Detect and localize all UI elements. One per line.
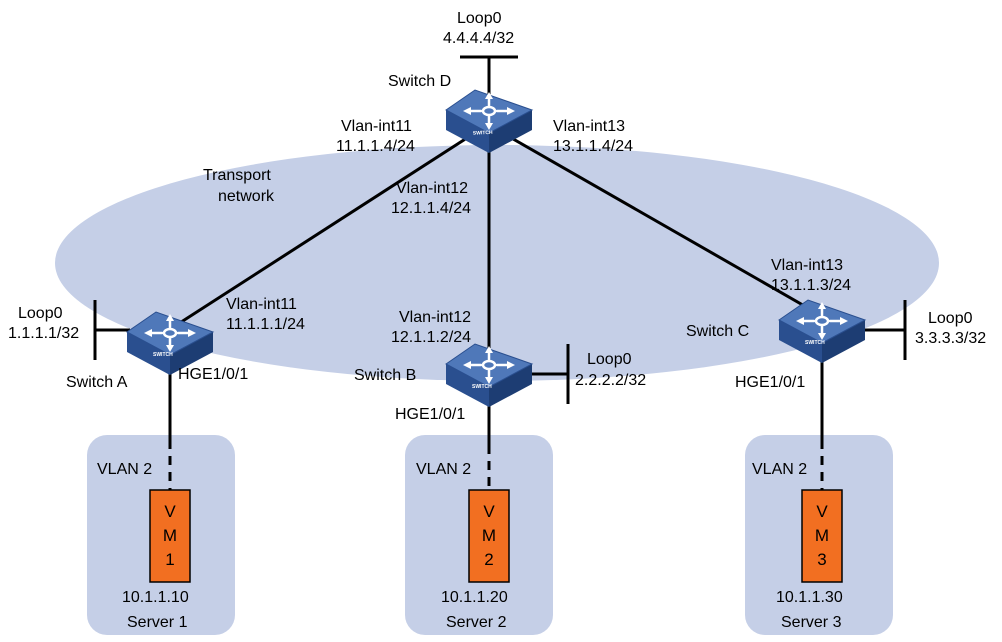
vm-3-char-2: M xyxy=(815,526,829,545)
vm-3-box xyxy=(801,489,843,583)
d-ip-13: 13.1.1.4/24 xyxy=(553,138,633,155)
switch-a-label: Switch A xyxy=(66,374,128,391)
link-d-c xyxy=(507,134,823,318)
loop-d-name: Loop0 xyxy=(457,10,502,27)
vm-2-char-3: 2 xyxy=(484,550,493,569)
vm-1-char-2: M xyxy=(163,526,177,545)
links xyxy=(174,134,823,348)
loop-a-address: 1.1.1.1/32 xyxy=(8,325,79,342)
vm-2-char-1: V xyxy=(483,502,495,521)
switch-a-icon: SWITCH xyxy=(125,310,215,377)
d-ip-12: 12.1.1.4/24 xyxy=(391,200,471,217)
loopback-stubs xyxy=(93,55,907,404)
switch-d-icon: SWITCH xyxy=(444,88,534,155)
vm-2-char-2: M xyxy=(482,526,496,545)
server-2-name: Server 2 xyxy=(446,614,507,631)
vm-3-char-3: 3 xyxy=(817,550,826,569)
vm-1-char-1: V xyxy=(164,502,176,521)
loop-c-name: Loop0 xyxy=(928,310,973,327)
a-downlink: HGE1/0/1 xyxy=(178,366,248,383)
d-ip-11: 11.1.1.4/24 xyxy=(336,138,415,155)
c-downlink: HGE1/0/1 xyxy=(735,374,805,391)
server-3-ip: 10.1.1.30 xyxy=(776,589,843,606)
server-1-vlan: VLAN 2 xyxy=(97,461,152,478)
loop-b-name: Loop0 xyxy=(587,351,632,368)
server-3-vlan: VLAN 2 xyxy=(752,461,807,478)
switch-c-icon: SWITCH xyxy=(777,298,867,365)
transport-network-ellipse xyxy=(55,145,939,381)
c-ip-13: 13.1.1.3/24 xyxy=(771,277,851,294)
server-1-name: Server 1 xyxy=(127,614,188,631)
transport-label-line1: Transport xyxy=(203,167,271,184)
switch-d-label: Switch D xyxy=(388,73,451,90)
server-3-name: Server 3 xyxy=(781,614,842,631)
transport-label-line2: network xyxy=(218,188,275,205)
vm-1-char-3: 1 xyxy=(165,550,174,569)
b-ip-12: 12.1.1.2/24 xyxy=(391,329,471,346)
loop-b-address: 2.2.2.2/32 xyxy=(575,372,646,389)
switch-d-badge: SWITCH xyxy=(473,130,493,137)
link-d-a xyxy=(174,134,471,328)
loop-c-address: 3.3.3.3/32 xyxy=(915,330,986,347)
loop-a-name: Loop0 xyxy=(18,305,63,322)
switch-b-badge: SWITCH xyxy=(472,384,492,390)
switch-c-label: Switch C xyxy=(686,323,749,340)
a-if-11: Vlan-int11 xyxy=(226,296,297,313)
loop-d-address: 4.4.4.4/32 xyxy=(443,30,514,47)
server-2-ip: 10.1.1.20 xyxy=(441,589,508,606)
switch-c-badge: SWITCH xyxy=(805,340,825,346)
b-if-12: Vlan-int12 xyxy=(399,309,471,326)
d-if-11: Vlan-int11 xyxy=(341,118,412,135)
downlinks xyxy=(168,356,824,490)
d-if-12: Vlan-int12 xyxy=(396,180,468,197)
b-downlink: HGE1/0/1 xyxy=(395,406,465,423)
vm-3-char-1: V xyxy=(816,502,828,521)
switch-b-icon: SWITCH xyxy=(444,342,534,409)
vm-2-box xyxy=(468,489,510,583)
server-2-vlan: VLAN 2 xyxy=(416,461,471,478)
a-ip-11: 11.1.1.1/24 xyxy=(226,316,305,333)
vm-1-box xyxy=(149,489,191,583)
d-if-13: Vlan-int13 xyxy=(553,118,625,135)
c-if-13: Vlan-int13 xyxy=(771,257,843,274)
switch-b-label: Switch B xyxy=(354,367,416,384)
server-1-ip: 10.1.1.10 xyxy=(122,589,189,606)
switch-a-badge: SWITCH xyxy=(153,352,173,358)
